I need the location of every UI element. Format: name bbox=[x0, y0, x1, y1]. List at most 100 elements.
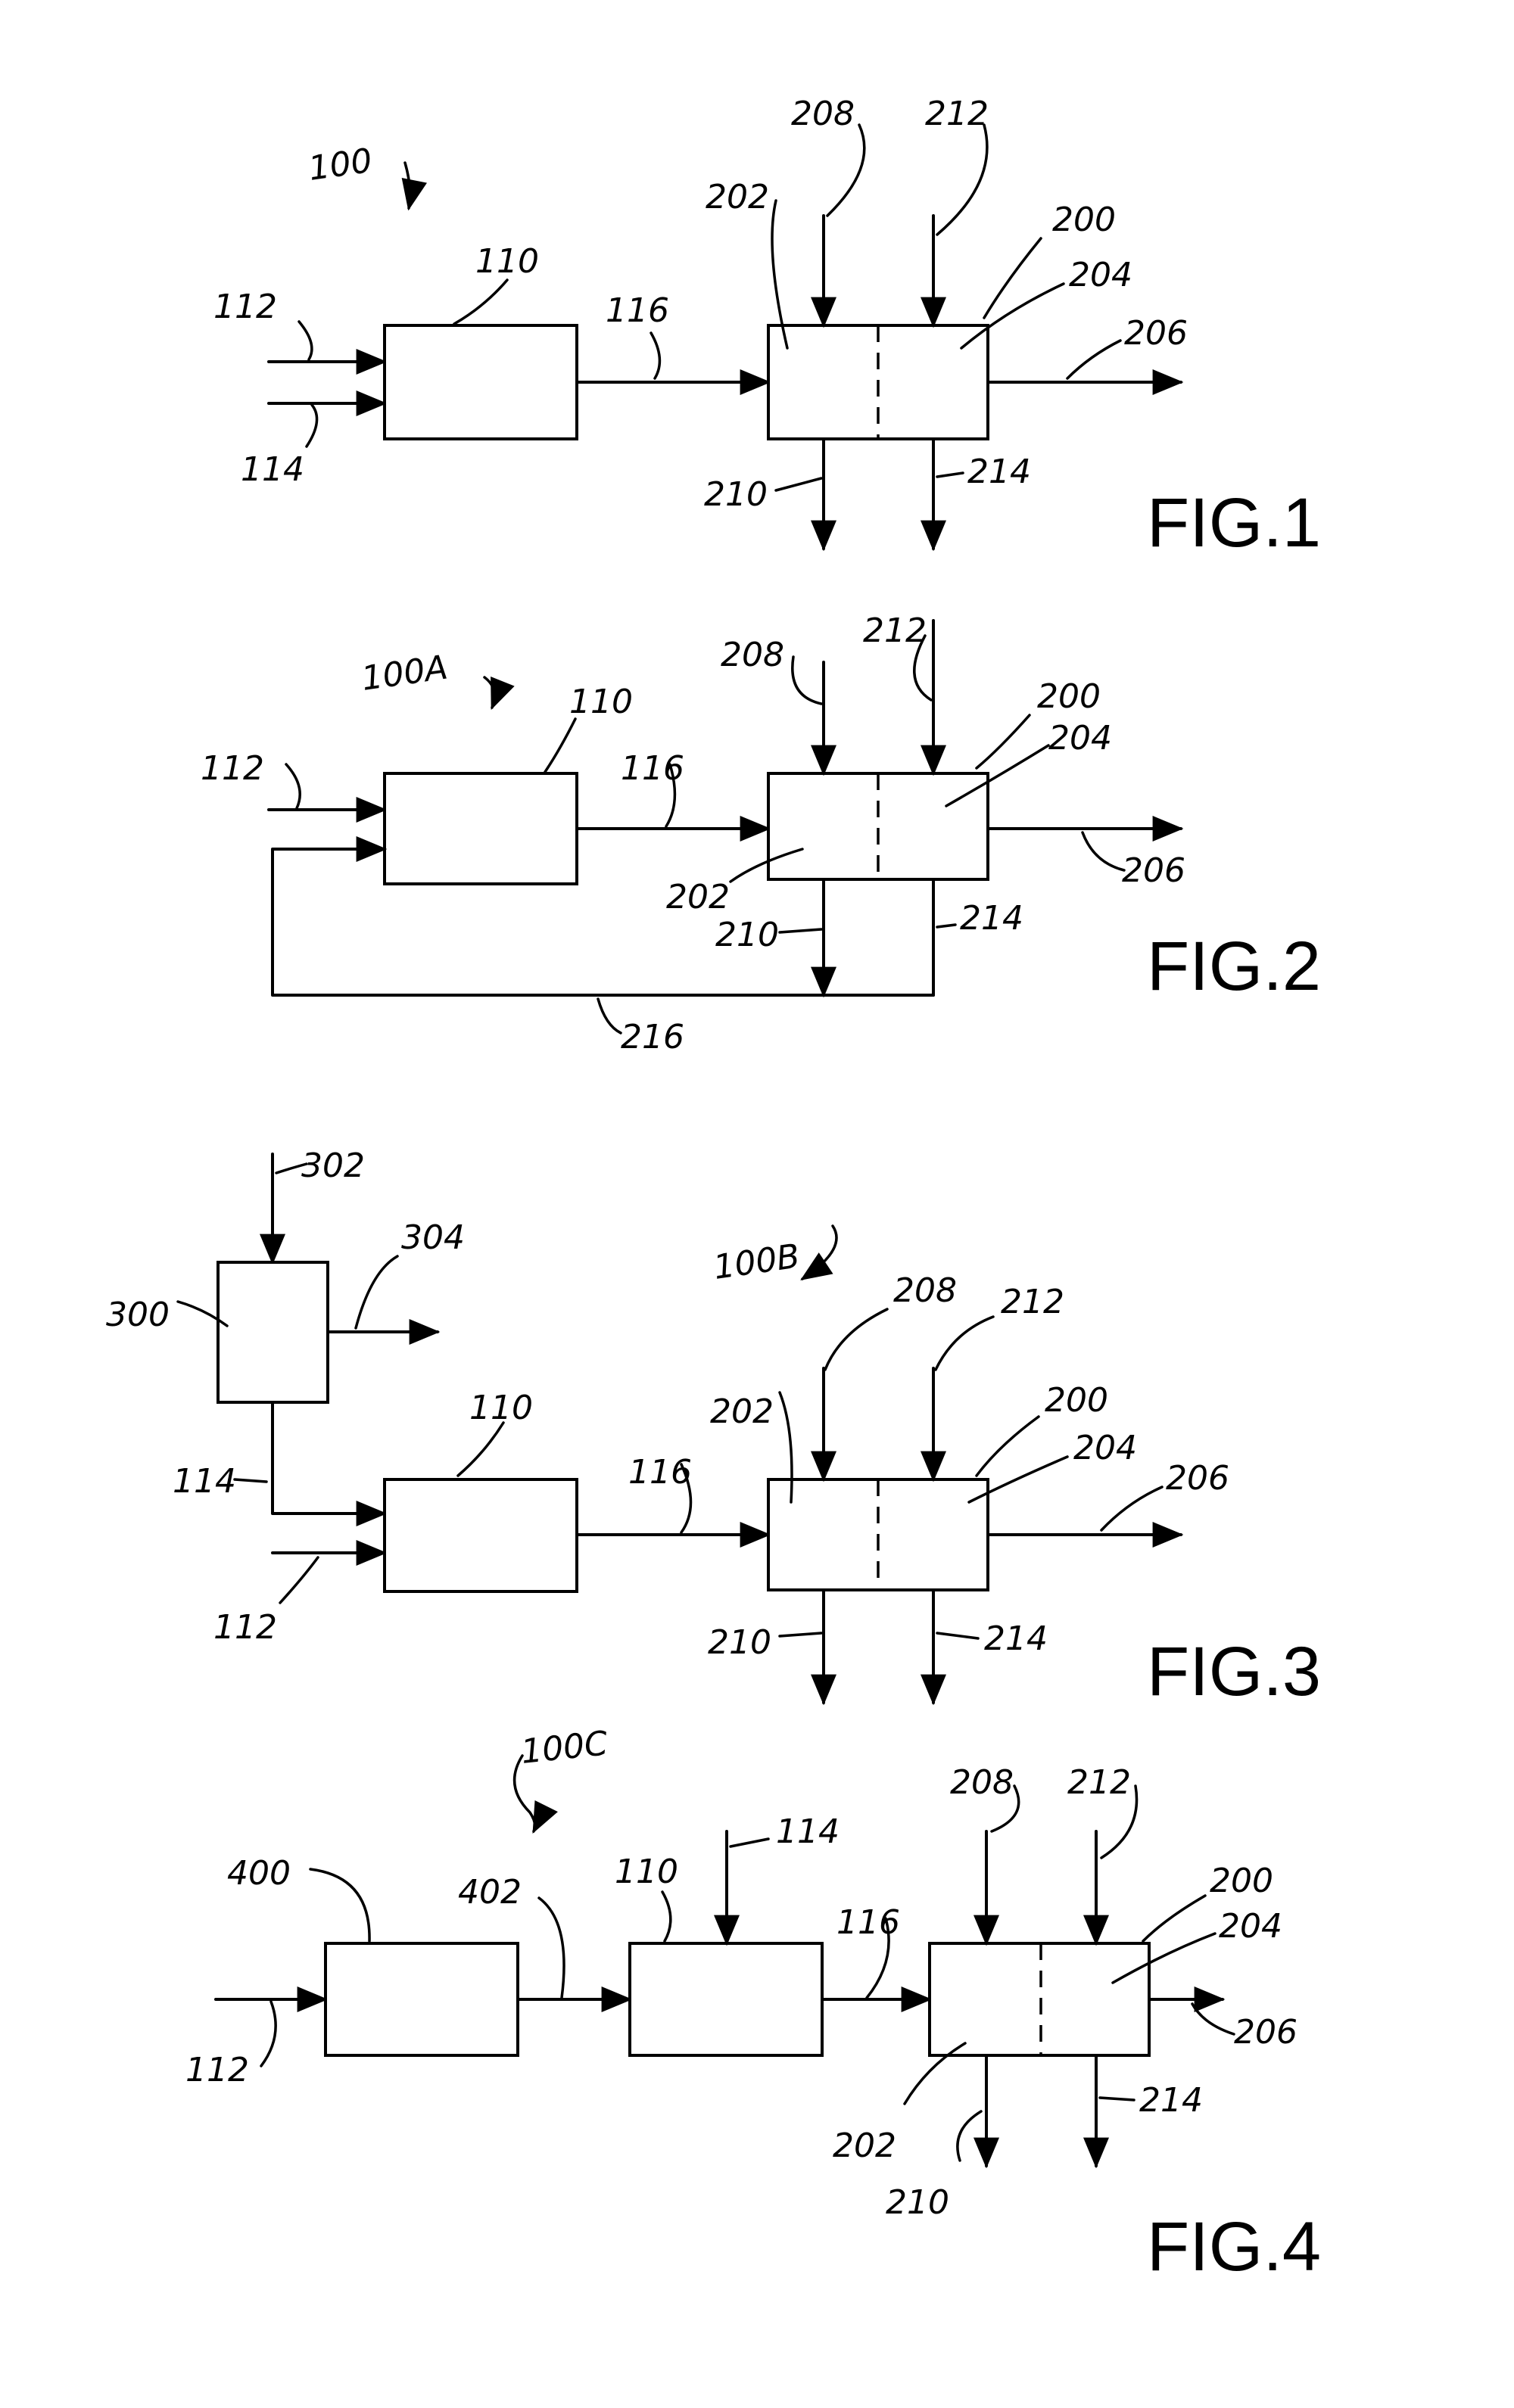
leader-216 bbox=[598, 999, 621, 1033]
ref-116: 116 bbox=[628, 1453, 692, 1492]
leader-110 bbox=[458, 1423, 503, 1476]
ref-214: 214 bbox=[984, 1619, 1048, 1658]
reactor-110-box bbox=[385, 1479, 577, 1591]
leader-214 bbox=[937, 925, 955, 927]
ref-200: 200 bbox=[1052, 201, 1116, 239]
ref-208: 208 bbox=[950, 1763, 1014, 1802]
leader-210 bbox=[780, 929, 821, 932]
ref-210: 210 bbox=[886, 2183, 949, 2222]
leader-206 bbox=[1083, 832, 1124, 870]
figure-2: 100A 112 110 116 208 212 200 204 202 206… bbox=[201, 611, 1321, 1056]
ref-112: 112 bbox=[185, 2051, 249, 2089]
ref-206: 206 bbox=[1234, 2013, 1297, 2052]
figure-3-label: FIG.3 bbox=[1147, 1633, 1321, 1710]
leader-400 bbox=[310, 1869, 369, 1941]
ref-110: 110 bbox=[569, 683, 633, 721]
ref-112: 112 bbox=[213, 288, 277, 326]
unit-300-box bbox=[218, 1262, 328, 1402]
unit-400-box bbox=[326, 1943, 518, 2055]
ref-204: 204 bbox=[1069, 256, 1132, 294]
ref-206: 206 bbox=[1124, 314, 1188, 353]
leader-206 bbox=[1101, 1487, 1162, 1530]
ref-210: 210 bbox=[704, 475, 768, 514]
stream-114-arrow bbox=[273, 1402, 385, 1514]
ref-110: 110 bbox=[469, 1389, 533, 1427]
ref-214: 214 bbox=[960, 899, 1023, 938]
ref-112: 112 bbox=[201, 749, 264, 788]
leader-110 bbox=[454, 280, 507, 324]
figure-4: 100C 112 400 402 110 114 116 208 212 200 bbox=[185, 1724, 1321, 2285]
ref-302: 302 bbox=[301, 1146, 365, 1185]
system-ref-arrow bbox=[484, 677, 494, 708]
ref-202: 202 bbox=[706, 178, 769, 216]
leader-200 bbox=[984, 238, 1041, 318]
ref-300: 300 bbox=[106, 1296, 170, 1334]
ref-210: 210 bbox=[715, 916, 779, 954]
leader-212 bbox=[936, 1317, 993, 1370]
ref-116: 116 bbox=[836, 1903, 900, 1942]
system-ref-100B: 100B bbox=[711, 1237, 802, 1286]
ref-212: 212 bbox=[863, 611, 927, 650]
ref-110: 110 bbox=[475, 242, 539, 281]
ref-214: 214 bbox=[967, 453, 1031, 491]
figure-4-label: FIG.4 bbox=[1147, 2208, 1321, 2285]
ref-112: 112 bbox=[213, 1608, 277, 1647]
leader-402 bbox=[539, 1898, 564, 1998]
leader-304 bbox=[356, 1256, 397, 1328]
leader-214 bbox=[937, 1633, 978, 1638]
reactor-110-box bbox=[630, 1943, 822, 2055]
leader-206 bbox=[1067, 341, 1120, 378]
separator-200-box bbox=[930, 1943, 1149, 2055]
ref-208: 208 bbox=[721, 636, 784, 674]
ref-202: 202 bbox=[710, 1392, 774, 1431]
system-ref-arrow bbox=[405, 163, 410, 208]
leader-110 bbox=[662, 1892, 671, 1941]
reactor-110-box bbox=[385, 773, 577, 884]
figure-3: 302 300 304 100B 114 112 110 116 202 20 bbox=[106, 1146, 1321, 1710]
ref-206: 206 bbox=[1122, 851, 1185, 890]
system-ref-100A: 100A bbox=[359, 649, 450, 698]
leader-200 bbox=[977, 1417, 1039, 1476]
ref-200: 200 bbox=[1210, 1862, 1273, 1900]
ref-212: 212 bbox=[1067, 1763, 1131, 1802]
ref-212: 212 bbox=[1001, 1283, 1064, 1321]
leader-206 bbox=[1192, 2004, 1234, 2034]
leader-212 bbox=[937, 125, 987, 235]
ref-400: 400 bbox=[227, 1854, 291, 1893]
leader-210 bbox=[776, 478, 821, 490]
ref-116: 116 bbox=[606, 291, 669, 330]
leader-112 bbox=[280, 1557, 318, 1603]
leader-208 bbox=[793, 657, 821, 704]
leader-116 bbox=[651, 333, 659, 378]
leader-210 bbox=[780, 1633, 821, 1636]
figure-2-label: FIG.2 bbox=[1147, 928, 1321, 1005]
leader-114 bbox=[731, 1839, 768, 1846]
figure-1: 100 112 114 110 116 208 212 202 200 204 … bbox=[213, 95, 1321, 562]
ref-114: 114 bbox=[241, 450, 304, 489]
ref-208: 208 bbox=[791, 95, 855, 133]
system-ref-100C: 100C bbox=[519, 1724, 610, 1772]
reactor-110-box bbox=[385, 325, 577, 439]
ref-200: 200 bbox=[1045, 1381, 1108, 1420]
leader-200 bbox=[1143, 1896, 1205, 1941]
ref-200: 200 bbox=[1037, 677, 1101, 716]
leader-200 bbox=[977, 715, 1030, 768]
leader-112 bbox=[261, 2002, 276, 2066]
ref-204: 204 bbox=[1219, 1907, 1282, 1946]
leader-110 bbox=[545, 719, 575, 772]
leader-210 bbox=[958, 2111, 981, 2161]
leader-208 bbox=[825, 1309, 887, 1370]
ref-214: 214 bbox=[1139, 2081, 1203, 2120]
leader-214 bbox=[937, 473, 963, 477]
ref-202: 202 bbox=[666, 878, 730, 916]
system-ref-arrow bbox=[802, 1226, 836, 1279]
system-ref-100: 100 bbox=[306, 142, 374, 188]
leader-114 bbox=[307, 405, 317, 446]
ref-110: 110 bbox=[615, 1853, 678, 1891]
ref-206: 206 bbox=[1166, 1459, 1229, 1498]
ref-114: 114 bbox=[173, 1462, 236, 1501]
ref-402: 402 bbox=[458, 1873, 522, 1912]
ref-304: 304 bbox=[401, 1218, 465, 1257]
ref-212: 212 bbox=[925, 95, 989, 133]
